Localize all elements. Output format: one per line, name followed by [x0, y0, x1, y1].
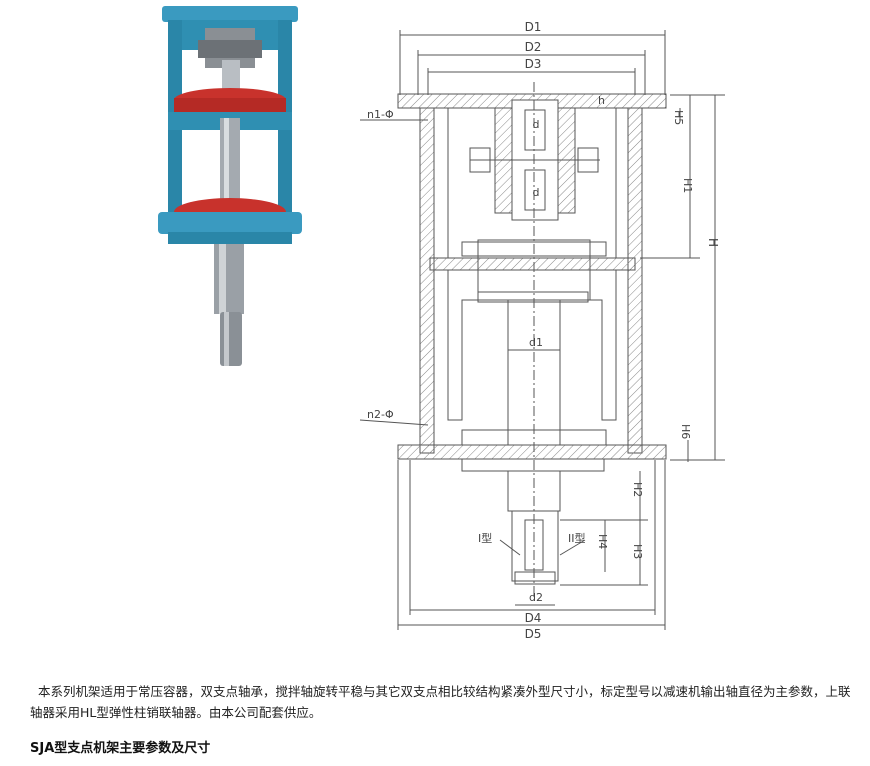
product-photo [158, 6, 302, 366]
label-H4: H4 [596, 534, 609, 549]
label-type1: I型 [478, 531, 492, 545]
label-D4: D4 [525, 611, 542, 625]
label-n1: n1-Φ [367, 108, 394, 121]
label-D3: D3 [525, 57, 542, 71]
label-H1: H1 [681, 178, 694, 193]
label-H: H [706, 238, 720, 247]
description-paragraph: 本系列机架适用于常压容器，双支点轴承，搅拌轴旋转平稳与其它双支点相比较结构紧凑外… [30, 683, 851, 720]
photo-top-flange [162, 6, 298, 22]
table-title: SJA型支点机架主要参数及尺寸 [30, 741, 211, 756]
label-d2: d2 [529, 591, 543, 604]
technical-drawing: D1 D2 D3 n1-Φ n2-Φ h d d d1 d2 D4 D5 I型 … [359, 20, 725, 640]
photo-bottom-flange [158, 212, 302, 234]
label-D2: D2 [525, 40, 542, 54]
label-H2: H2 [631, 482, 644, 497]
label-d-mid: d [533, 186, 540, 199]
label-H5: H5 [672, 110, 685, 125]
label-d-top: d [533, 118, 540, 131]
label-H6: H6 [679, 424, 692, 439]
label-H3: H3 [631, 544, 644, 559]
label-type2: II型 [568, 531, 586, 545]
label-h: h [598, 94, 605, 107]
label-D1: D1 [525, 20, 542, 34]
photo-output-shaft [220, 312, 242, 366]
label-d1: d1 [529, 336, 543, 349]
label-D5: D5 [525, 627, 542, 640]
label-n2: n2-Φ [367, 408, 394, 421]
